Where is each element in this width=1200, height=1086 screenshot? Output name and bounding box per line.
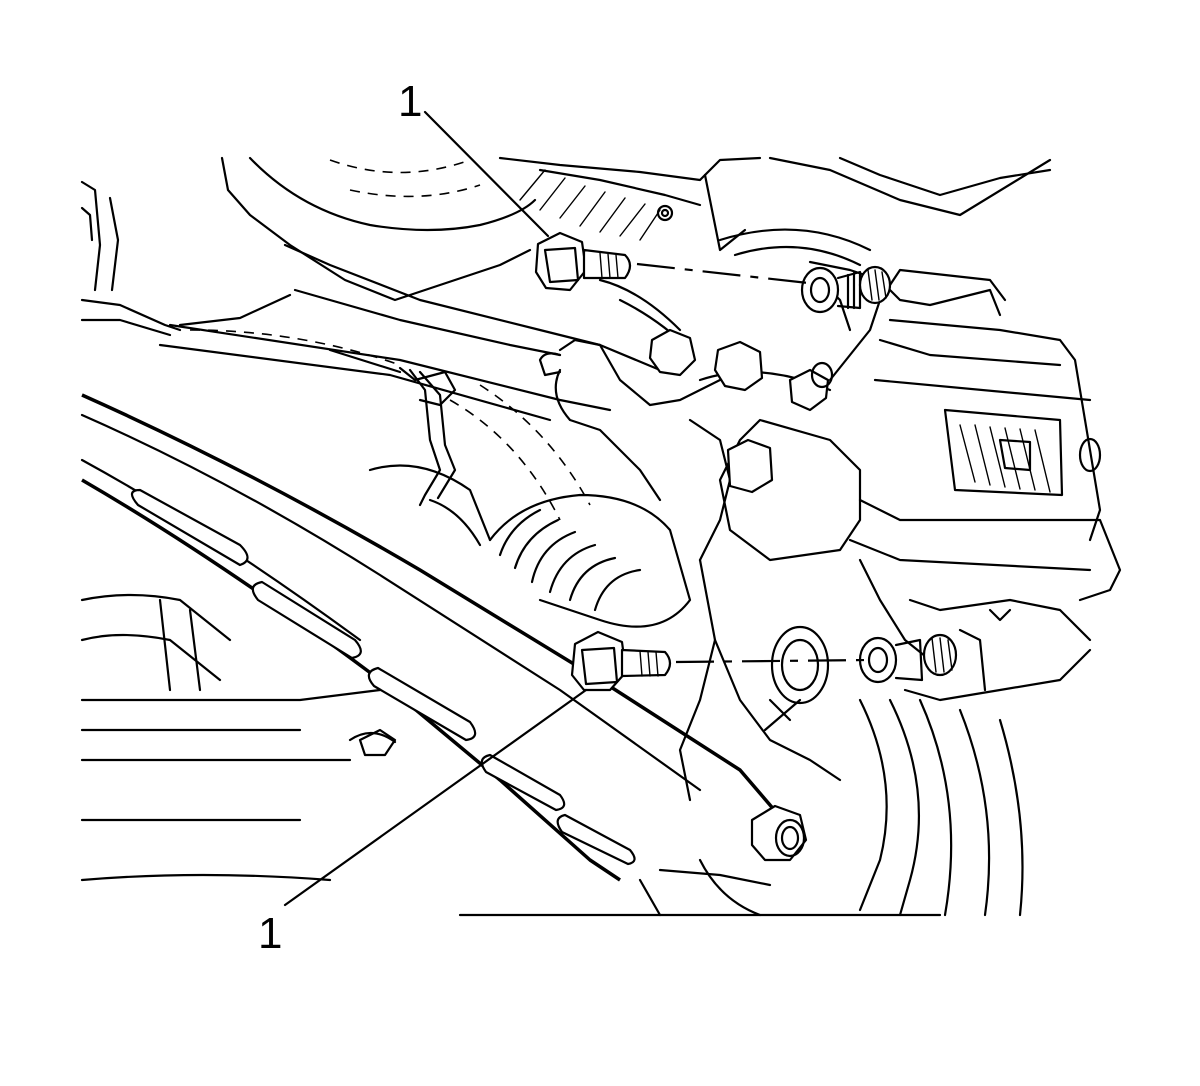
upper-body-panel [220, 156, 1052, 302]
upper-slide-pin [800, 265, 892, 314]
hub-nuts [538, 328, 834, 494]
brake-caliper [718, 260, 1122, 702]
knuckle [554, 278, 842, 802]
lower-slide-pin [858, 633, 958, 684]
bottom-bolt-path [675, 658, 869, 664]
subframe [80, 180, 397, 882]
top-bolt-path [636, 262, 809, 285]
axle-boot [368, 384, 692, 628]
top-caliper-bolt [534, 231, 632, 292]
callout-label-bottom: 1 [258, 909, 283, 958]
callout-label-top: 1 [398, 77, 423, 126]
bottom-leader-line [283, 688, 588, 907]
lower-trailing-arm [80, 393, 802, 887]
arm-end-bushing [750, 804, 808, 862]
top-leader-line [423, 110, 550, 238]
bottom-caliper-bolt [570, 630, 672, 692]
brake-rotor [638, 228, 1024, 917]
sensor-harness [328, 348, 457, 507]
upper-control-arm [158, 243, 662, 422]
